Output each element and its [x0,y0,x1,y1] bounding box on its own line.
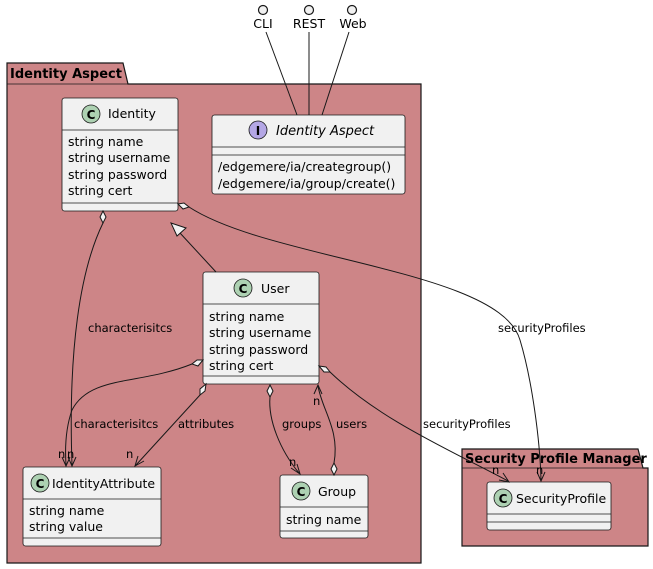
interface-edges [265,31,350,116]
class-identity-attribute-name: IdentityAttribute [52,476,155,491]
cli-lollipop-icon [257,4,269,16]
cli-label: CLI [253,16,272,31]
cli-edge [265,31,298,116]
field: string username [68,150,171,165]
class-group: C Group string name [279,474,369,539]
class-user-name: User [261,281,290,296]
edge-identity-security-profiles: securityProfiles [176,202,586,483]
web-edge [321,31,350,116]
field: string password [68,167,167,182]
class-badge-icon [30,473,50,493]
interface-web: Web [339,4,367,31]
class-badge-icon [233,278,253,298]
edge-label: characterisitcs [88,321,172,335]
class-stereotype: C [499,492,508,506]
class-stereotype: C [36,477,45,491]
multiplicity-label: n [289,455,296,469]
class-security-profile-name: SecurityProfile [516,491,607,506]
edge-label: users [336,417,367,431]
field: string name [68,134,144,149]
field: string password [209,342,308,357]
edge-user-groups: groups [266,383,321,476]
interface-cli: CLI [253,4,273,31]
package-identity-aspect-title: Identity Aspect [10,67,122,82]
web-label: Web [339,16,366,31]
edge-group-users: users [313,383,367,477]
multiplicity-label: n [313,394,320,408]
interface-identity-aspect: I Identity Aspect /edgemere/ia/creategro… [211,114,406,195]
edge-user-security-profiles: securityProfiles [317,365,511,483]
class-identity-name: Identity [108,106,157,121]
edge-label: groups [282,417,321,431]
class-identity-attribute: C IdentityAttribute string name string v… [22,466,162,547]
field: string name [209,309,285,324]
class-identity: C Identity string name string username s… [61,97,179,212]
rest-label: REST [293,16,326,31]
edge-user-attributes: attributes [134,382,234,468]
field: string cert [68,183,133,198]
edge-label: attributes [178,417,234,431]
multiplicity-label: n [67,447,74,461]
multiplicity-label: n [492,463,499,477]
interface-rest: REST [293,4,326,31]
class-stereotype: C [297,485,306,499]
edge-label: securityProfiles [423,417,511,431]
multiplicity-labels: n n n n n n n [58,394,543,477]
class-stereotype: C [87,108,96,122]
edge-identity-characteristics: characterisitcs [67,209,172,468]
field: string username [209,325,312,340]
multiplicity-label: n [126,447,133,461]
class-user: C User string name string username strin… [202,271,320,385]
class-badge-icon [493,488,513,508]
multiplicity-label: n [58,447,65,461]
edge-user-characteristics: characterisitcs [61,359,205,468]
rest-lollipop-icon [303,4,315,16]
web-lollipop-icon [346,4,358,16]
method: /edgemere/ia/creategroup() [218,159,391,174]
inheritance-arrow-icon [170,222,187,237]
class-stereotype: C [239,282,248,296]
class-group-name: Group [318,484,356,499]
class-badge-icon [81,104,101,124]
interface-identity-aspect-name: Identity Aspect [276,124,375,139]
edge-label: characterisitcs [74,417,158,431]
field: string cert [209,358,274,373]
edge-user-inherits-identity [170,222,217,273]
multiplicity-label: n [536,463,543,477]
package-security-profile-manager-title: Security Profile Manager [465,452,647,467]
field: string name [286,512,362,527]
field: string value [29,519,103,534]
method: /edgemere/ia/group/create() [218,176,395,191]
interface-stereotype: I [256,124,260,138]
interface-badge-icon [248,120,268,140]
edge-label: securityProfiles [498,321,586,335]
class-badge-icon [291,481,311,501]
class-security-profile: C SecurityProfile [486,481,612,531]
field: string name [29,503,105,518]
